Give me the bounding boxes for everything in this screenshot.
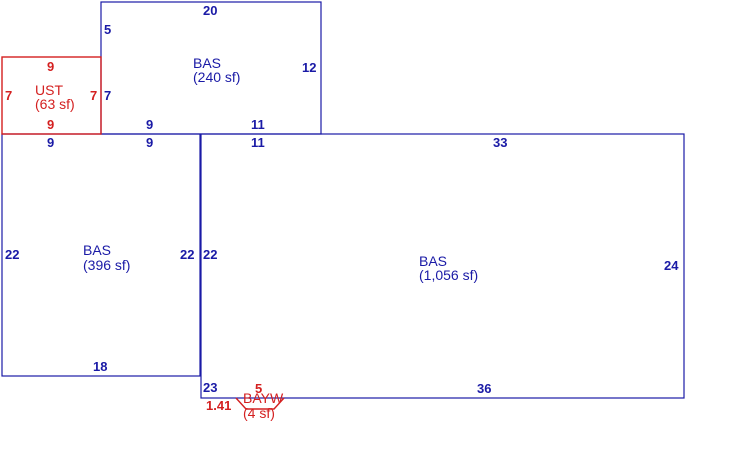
bas-left-size: (396 sf) xyxy=(83,257,131,273)
dim-main-top: 33 xyxy=(493,135,508,150)
bayw-name: BAYW xyxy=(243,390,284,406)
bas-main-size: (1,056 sf) xyxy=(419,267,479,283)
bas-main-name: BAS xyxy=(419,253,448,269)
dim-left-top: 9 xyxy=(47,135,55,150)
dim-ust-left: 7 xyxy=(5,88,13,103)
dim-bay-top: 5 xyxy=(255,381,263,396)
dim-upper-right: 12 xyxy=(302,60,317,75)
bas-upper-size: (240 sf) xyxy=(193,69,241,85)
dim-upper-bottom-left: 9 xyxy=(146,117,154,132)
dim-left-bottom: 18 xyxy=(93,359,108,374)
bayw-size: (4 sf) xyxy=(243,405,275,421)
dim-main-left: 22 xyxy=(203,247,218,262)
dim-main-bottom-left: 23 xyxy=(203,380,218,395)
bayw-outline xyxy=(235,397,285,410)
bas-upper-name: BAS xyxy=(193,55,222,71)
ust-outline xyxy=(1,56,102,135)
dim-bay-side: 1.41 xyxy=(206,398,232,413)
ust-name: UST xyxy=(35,82,63,98)
ust-size: (63 sf) xyxy=(35,96,75,112)
dim-ust-top: 9 xyxy=(47,59,55,74)
dim-left-right: 22 xyxy=(180,247,195,262)
dim-upper-bottom-right: 11 xyxy=(251,117,265,132)
bas-left-name: BAS xyxy=(83,242,112,258)
dim-upper-left: 5 xyxy=(104,22,112,37)
dim-main-top-left: 11 xyxy=(251,135,265,150)
dim-upper-left-2: 7 xyxy=(104,88,112,103)
dim-left-top-2: 9 xyxy=(146,135,154,150)
dim-left-left: 22 xyxy=(5,247,20,262)
dim-main-right: 24 xyxy=(664,258,679,273)
dim-upper-top: 20 xyxy=(203,3,218,18)
dim-main-bottom: 36 xyxy=(477,381,492,396)
dim-ust-bottom: 9 xyxy=(47,117,55,132)
dim-ust-right: 7 xyxy=(90,88,98,103)
bas-main-outline xyxy=(200,133,685,399)
